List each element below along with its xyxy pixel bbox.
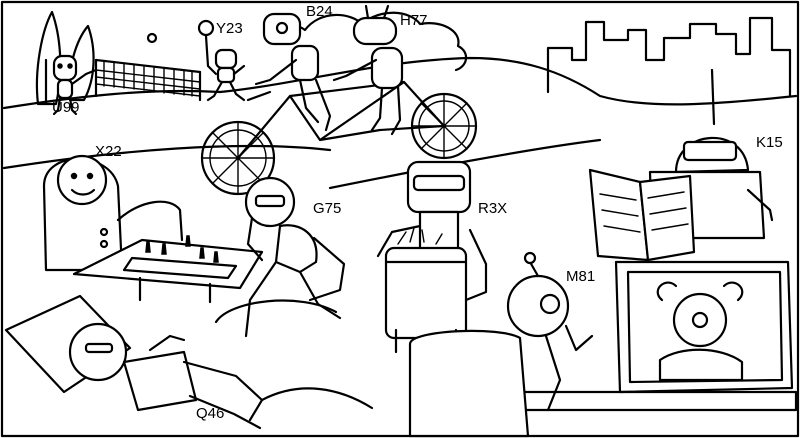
tv-set xyxy=(518,260,798,412)
label-y23: Y23 xyxy=(216,20,243,37)
tandem-bicycle xyxy=(200,80,478,196)
robot-x22-figure xyxy=(42,154,184,272)
robot-h77-figure xyxy=(332,4,404,136)
path-line-right xyxy=(328,138,602,190)
label-g75: G75 xyxy=(313,200,342,217)
robot-b24-figure xyxy=(254,12,332,132)
path-line-left xyxy=(2,144,332,170)
hill-line xyxy=(2,56,798,110)
label-k15: K15 xyxy=(756,134,783,151)
label-x22: X22 xyxy=(95,143,122,160)
robot-q46-figure xyxy=(4,294,374,430)
label-m81: M81 xyxy=(566,268,596,285)
label-b24: B24 xyxy=(306,3,333,20)
tennis-net xyxy=(94,32,202,102)
open-book xyxy=(588,168,696,262)
chess-table xyxy=(72,235,264,304)
robot-m81-figure xyxy=(408,251,594,438)
robot-u99-figure xyxy=(52,54,98,116)
robot-r3x-figure xyxy=(376,160,488,354)
label-h77: H77 xyxy=(400,12,428,29)
robot-g75-figure xyxy=(214,176,346,338)
label-r3x: R3X xyxy=(478,200,508,217)
label-u99: U99 xyxy=(52,99,80,116)
trees-outline xyxy=(266,11,468,72)
label-q46: Q46 xyxy=(196,405,225,422)
robot-y23-figure xyxy=(197,19,246,102)
city-skyline xyxy=(546,16,792,98)
